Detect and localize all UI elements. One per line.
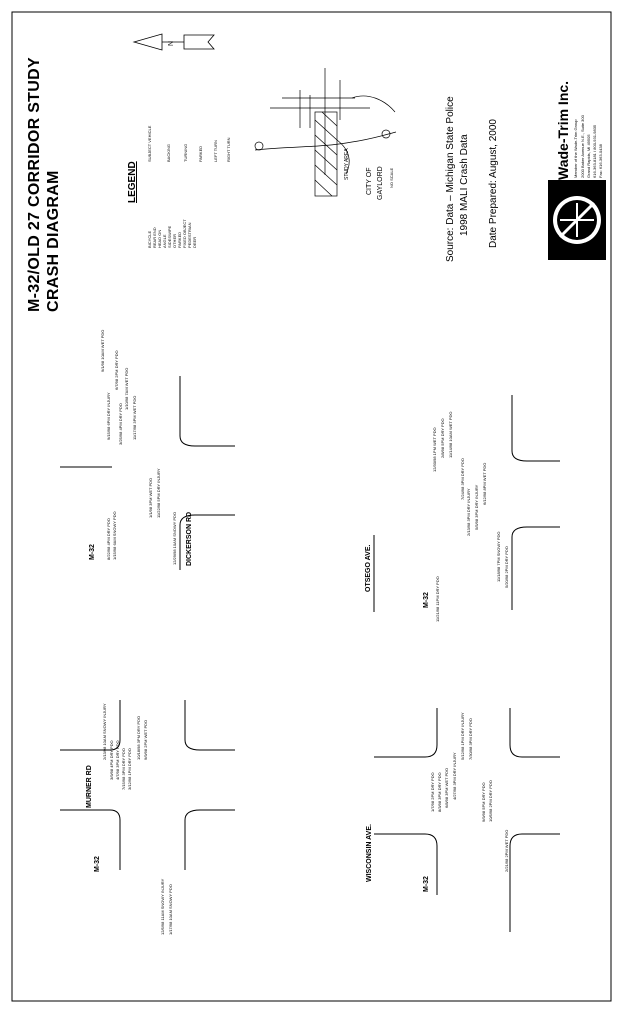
crash-label: 5/20/98 2PM DRY PDO — [504, 546, 509, 588]
north-arrow-icon — [132, 33, 215, 51]
crash-label: 6/8/98 3PM WET PDO — [444, 767, 449, 808]
crash-label: 9/9/98 2PM WET PDO — [143, 719, 148, 760]
legend-title: LEGEND — [127, 161, 138, 203]
crash-label: 11/17/98 3PM WET PDO — [132, 395, 137, 440]
crash-label: 2/13/98 10AM SNOWY INJURY — [102, 703, 107, 760]
crash-label: 11/18/98 7PM SNOWY PDO — [496, 531, 501, 582]
crash-label: 4/7/98 3PM DRY PDO — [115, 740, 120, 780]
crash-label: 2/13/98 3PM DRY INJURY — [466, 488, 471, 536]
crash-label: 5/12/98 1PM DRY INJURY — [460, 712, 465, 760]
crash-label: 11/21/98 11PM DRY PDO — [435, 576, 440, 622]
crash-label: 8/22/98 4PM DRY PDO — [106, 518, 111, 560]
logo-phone: 616-363-8181 / 800-931-9835 — [592, 124, 597, 178]
wisconsin-intersection-roads — [374, 708, 560, 932]
logo-name: Wade-Trim Inc. — [555, 80, 571, 180]
logo-address1: 2000 Baker Avenue N.E., Suite 300 — [580, 115, 585, 178]
legend-item: BACKING — [166, 143, 171, 162]
legend-item: SUBJECT VEHICLE — [147, 125, 152, 162]
crash-label: 9/15/98 6PM DRY INJURY — [106, 392, 111, 440]
source-data-line: 1998 MALI Crash Data — [459, 134, 470, 236]
wisconsin-main-road-label: M-32 — [423, 876, 430, 892]
crash-label: 1/10/98 7AM WET PDO — [124, 367, 129, 410]
crash-label: 2/8/98 5PM DRY PDO — [440, 418, 445, 458]
source-line: Source: Data – Michigan State Police — [445, 96, 456, 262]
crash-label: 11/22/98 5PM DRY INJURY — [156, 468, 161, 518]
dickerson-main-road-label: M-32 — [89, 544, 96, 560]
date-prepared: Date Prepared: August, 2000 — [488, 119, 499, 248]
crash-label: 2/21/98 2PM WET PDO — [504, 829, 509, 872]
crash-label: 9/1/98 10AM WET PDO — [100, 329, 105, 372]
otsego-main-road-label: M-32 — [423, 592, 430, 608]
crash-label: 1/7/98 2PM DRY PDO — [430, 772, 435, 812]
crash-label: 12/30/98 1PM WET PDO — [432, 427, 437, 472]
scale-label: NO SCALE — [389, 167, 394, 188]
logo-fax: Fax: 616-363-0438 — [598, 144, 603, 178]
north-arrow-label: N — [168, 40, 175, 46]
study-area-label: STUDY AREA — [344, 148, 350, 180]
wisconsin-cross-road-label: WISCONSIN AVE. — [366, 824, 373, 882]
city-label-line2: GAYLORD — [377, 166, 384, 200]
study-area-hatch — [314, 111, 338, 197]
otsego-intersection-roads — [373, 395, 560, 612]
legend-item: DEER — [192, 236, 197, 248]
dickerson-intersection-roads — [60, 376, 235, 570]
dickerson-cross-road-label: DICKERSON RD — [186, 511, 193, 566]
crash-label: 6/12/98 8PM WET PDO — [482, 462, 487, 505]
crash-label: 10/5/98 2PM DRY PDO — [488, 780, 493, 822]
city-label-line1: CITY OF — [366, 167, 373, 195]
legend-item: TURNING — [183, 143, 188, 162]
crash-label: 7/30/98 3PM DRY PDO — [468, 718, 473, 760]
murner-intersection-roads — [60, 700, 235, 870]
diagram-title: M-32/OLD 27 CORRIDOR STUDY — [26, 57, 43, 312]
murner-main-road-label: M-32 — [94, 856, 101, 872]
legend-item: RIGHT TURN — [226, 137, 231, 162]
crash-label: 3/12/98 1PM DRY PDO — [127, 748, 132, 790]
crash-label: 8/3/98 3PM DRY PDO — [437, 772, 442, 812]
crash-label: 10/18/98 3PM DRY PDO — [136, 715, 141, 760]
legend-item: PARKED — [198, 145, 203, 162]
crash-label: 1/15/98 6AM SNOWY PDO — [112, 511, 117, 560]
crash-label: 4/27/98 3PM DRY INJURY — [452, 752, 457, 800]
crash-label: 3/9/98 4PM DRY PDO — [109, 740, 114, 780]
location-map — [254, 68, 397, 197]
sheet-border — [11, 11, 612, 1002]
otsego-cross-road-label: OTSEGO AVE. — [365, 544, 372, 592]
crash-label: 9/9/98 5PM DRY PDO — [481, 782, 486, 822]
logo-tagline: Member of the Wade-Trim Group — [573, 119, 578, 178]
legend-item: LEFT TURN — [213, 140, 218, 162]
diagram-subtitle: CRASH DIAGRAM — [45, 170, 62, 312]
logo-address2: Grand Rapids, MI 49505 — [586, 134, 591, 178]
wade-trim-logo-icon — [548, 180, 606, 260]
crash-label: 11/14/98 10AM WET PDO — [448, 411, 453, 458]
crash-label: 7/24/98 3PM DRY PDO — [460, 458, 465, 500]
crash-label: 1/17/98 10AM SNOWY PDO — [168, 884, 173, 935]
crash-label: 1/1/98 3PM WET PDO — [148, 477, 153, 518]
murner-cross-road-label: MURNER RD — [86, 765, 93, 808]
crash-label: 6/7/98 2PM DRY PDO — [114, 350, 119, 390]
crash-label: 12/5/98 11AM SNOWY INJURY — [160, 878, 165, 935]
crash-label: 5/5/98 3PM DRY INJURY — [474, 484, 479, 530]
crash-label: 3/25/98 4PM DRY PDO — [118, 403, 123, 445]
crash-label: 12/29/98 10AM SNOWY PDO — [172, 511, 177, 565]
crash-label: 7/15/98 3PM DRY PDO — [121, 748, 126, 790]
